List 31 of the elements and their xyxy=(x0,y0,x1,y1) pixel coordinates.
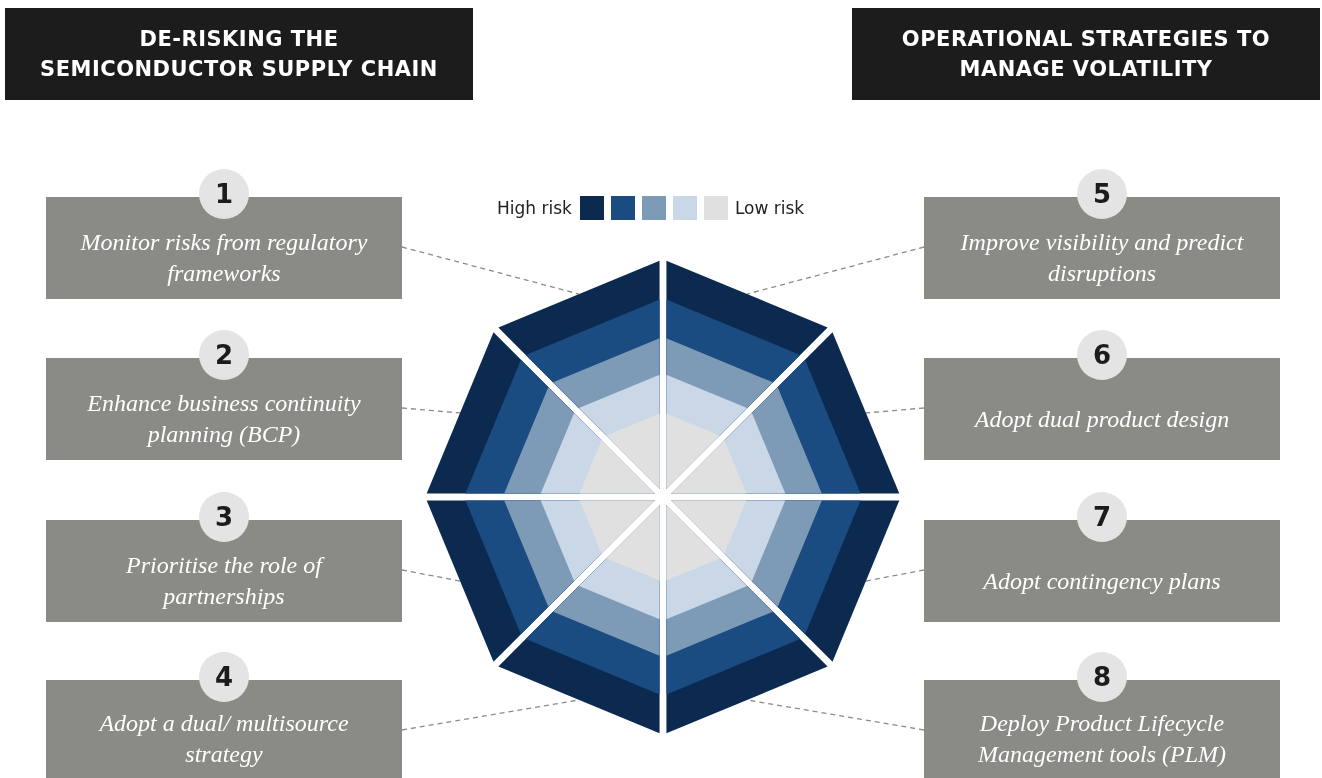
strategy-text: Adopt dual product design xyxy=(972,404,1231,434)
scale-label: High risk xyxy=(497,198,572,218)
risk-segment xyxy=(671,332,900,494)
number-badge: 3 xyxy=(199,492,249,542)
strategy-text: Improve visibility and predict disruptions xyxy=(959,228,1245,288)
header-title: DE-RISKING THE SEMICONDUCTOR SUPPLY CHAIN xyxy=(39,26,439,83)
header-title: OPERATIONAL STRATEGIES TO MANAGE VOLATILITY xyxy=(900,26,1272,83)
strategy-text: Adopt contingency plans xyxy=(981,566,1222,596)
risk-segment xyxy=(666,505,828,734)
leader-line xyxy=(401,569,461,582)
risk-segment xyxy=(498,505,660,734)
leader-line xyxy=(401,246,580,295)
number-badge: 5 xyxy=(1077,169,1127,219)
leader-line xyxy=(746,246,925,295)
number-badge: 7 xyxy=(1077,492,1127,542)
number-badge: 1 xyxy=(199,169,249,219)
leader-line xyxy=(401,407,461,414)
scale-label: Low risk xyxy=(734,198,805,218)
strategy-text: Adopt a dual/ multisource strategy xyxy=(97,709,350,769)
strategy-text: Enhance business continuity planning (BCP) xyxy=(86,389,362,449)
number-badge: 8 xyxy=(1077,652,1127,702)
number-badge: 2 xyxy=(199,330,249,380)
strategy-text: Deploy Product Lifecycle Management tools (PLM) xyxy=(977,709,1227,769)
leader-line xyxy=(865,569,925,582)
section-header xyxy=(852,8,1320,100)
strategy-text: Monitor risks from regulatory frameworks xyxy=(79,228,369,288)
section-header xyxy=(5,8,473,100)
risk-segment xyxy=(426,332,655,494)
number-badge: 6 xyxy=(1077,330,1127,380)
number-badge: 4 xyxy=(199,652,249,702)
leader-line xyxy=(865,407,925,414)
